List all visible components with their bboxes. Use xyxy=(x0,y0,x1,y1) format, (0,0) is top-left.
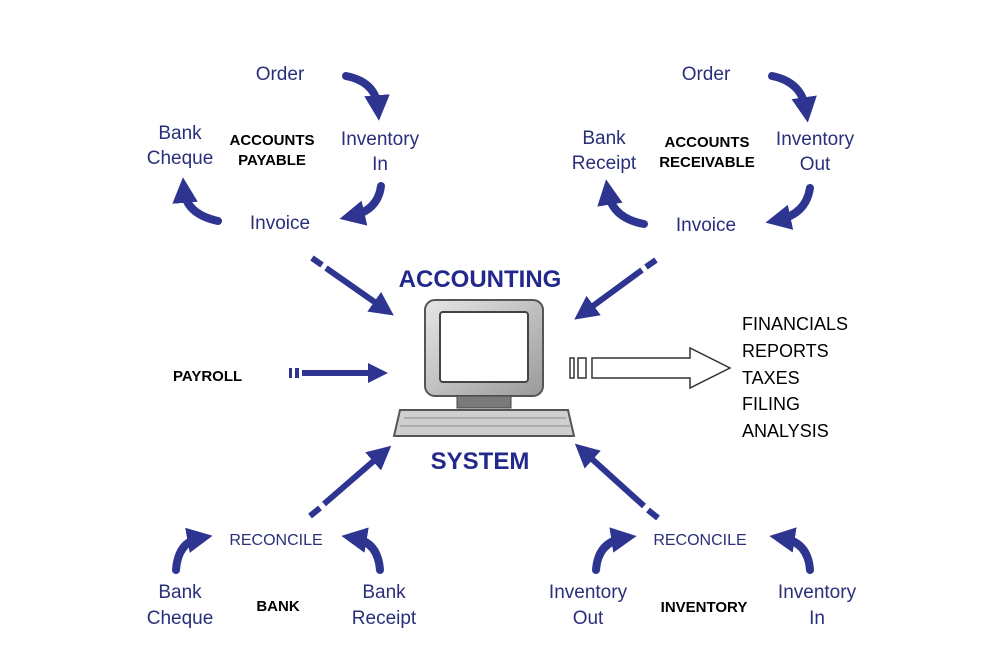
ar-invoice-to-bank-arrow xyxy=(597,179,648,228)
accounts-receivable-cycle: Order Inventory Out Invoice Bank Receipt… xyxy=(572,64,855,236)
accounts-payable-cycle: Order Inventory In Invoice Bank Cheque A… xyxy=(147,64,420,234)
title-system: SYSTEM xyxy=(431,448,530,475)
bank-left-label-2: Cheque xyxy=(147,608,214,629)
ap-heading-1: ACCOUNTS xyxy=(230,132,315,149)
ar-inventory-to-invoice-arrow xyxy=(765,184,814,230)
ap-heading-2: PAYABLE xyxy=(238,152,306,169)
output-filing: FILING xyxy=(742,394,800,414)
bank-reconcile-label: RECONCILE xyxy=(229,532,322,549)
title-accounting: ACCOUNTING xyxy=(399,266,562,293)
keyboard-icon xyxy=(392,409,576,437)
output-analysis: ANALYSIS xyxy=(742,421,829,441)
inventory-reconcile-label: RECONCILE xyxy=(653,532,746,549)
ar-order-to-inventory-arrow xyxy=(768,72,817,123)
inventory-to-system-arrow xyxy=(574,443,660,521)
ap-invoice-label: Invoice xyxy=(250,213,310,234)
bank-to-system-arrow xyxy=(308,445,392,519)
ap-invoice-to-bank-arrow xyxy=(172,177,222,225)
inventory-left-label-2: Out xyxy=(573,608,604,629)
bank-receipt-to-reconcile-arrow xyxy=(341,527,384,574)
outputs-list: FINANCIALS REPORTS TAXES FILING ANALYSIS xyxy=(742,314,848,441)
ar-inventory-label-1: Inventory xyxy=(776,129,855,150)
inventory-out-to-reconcile-arrow xyxy=(592,527,637,574)
ap-bank-label-2: Cheque xyxy=(147,148,214,169)
ar-inventory-label-2: Out xyxy=(800,154,831,175)
bank-heading: BANK xyxy=(256,598,299,615)
inventory-cycle: RECONCILE Inventory Out Inventory In INV… xyxy=(549,527,857,629)
ar-bank-label-2: Receipt xyxy=(572,153,637,174)
inventory-heading: INVENTORY xyxy=(661,599,748,616)
payroll-label: PAYROLL xyxy=(173,368,242,385)
ar-to-system-arrow xyxy=(574,257,658,320)
inventory-right-label-1: Inventory xyxy=(778,582,857,603)
ar-bank-label-1: Bank xyxy=(582,128,626,149)
ar-heading-1: ACCOUNTS xyxy=(665,134,750,151)
bank-cycle: RECONCILE Bank Cheque Bank Receipt BANK xyxy=(147,527,417,629)
ar-heading-2: RECEIVABLE xyxy=(659,154,755,171)
output-reports: REPORTS xyxy=(742,341,829,361)
ap-bank-label-1: Bank xyxy=(158,123,202,144)
inventory-left-label-1: Inventory xyxy=(549,582,628,603)
ar-invoice-label: Invoice xyxy=(676,215,736,236)
ap-to-system-arrow xyxy=(310,255,394,316)
ap-inventory-label-2: In xyxy=(372,154,388,175)
computer-icon xyxy=(424,299,544,409)
ap-inventory-label-1: Inventory xyxy=(341,129,420,150)
ap-inventory-to-invoice-arrow xyxy=(339,182,385,226)
ap-order-to-inventory-arrow xyxy=(342,72,390,121)
output-financials: FINANCIALS xyxy=(742,314,848,334)
ap-order-label: Order xyxy=(256,64,305,85)
bank-cheque-to-reconcile-arrow xyxy=(172,527,213,574)
bank-right-label-2: Receipt xyxy=(352,608,417,629)
inventory-in-to-reconcile-arrow xyxy=(769,527,814,574)
system-to-outputs-arrow xyxy=(569,346,732,390)
bank-right-label-1: Bank xyxy=(362,582,406,603)
bank-left-label-1: Bank xyxy=(158,582,202,603)
ar-order-label: Order xyxy=(682,64,731,85)
payroll-to-system-arrow xyxy=(289,363,388,383)
output-taxes: TAXES xyxy=(742,368,800,388)
inventory-right-label-2: In xyxy=(809,608,825,629)
